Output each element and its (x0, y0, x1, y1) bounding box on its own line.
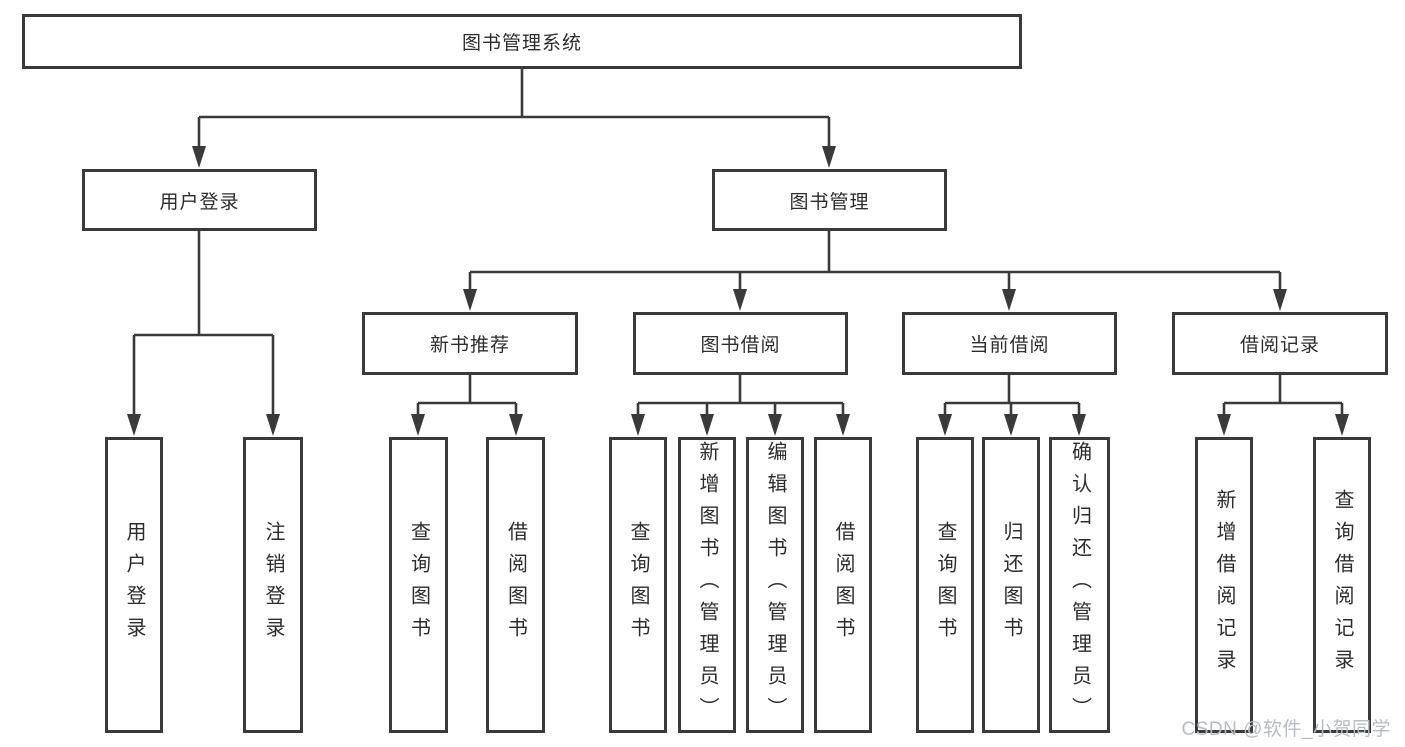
leaf-borrow-query-book: 查询图书 (609, 437, 667, 733)
leaf-query-borrow-record: 查询借阅记录 (1313, 437, 1371, 733)
leaf-borrow-query-book-label: 查询图书 (627, 521, 649, 649)
leaf-edit-book-admin-label: 编辑图书（管理员） (764, 441, 786, 729)
node-root-label: 图书管理系统 (461, 33, 582, 54)
leaf-current-query-book-label: 查询图书 (934, 521, 956, 649)
node-borrow-records-label: 借阅记录 (1239, 335, 1320, 356)
leaf-borrow-book-label: 借阅图书 (832, 521, 854, 649)
leaf-recommend-query-book: 查询图书 (389, 437, 448, 733)
arrowheads (127, 146, 1349, 436)
node-borrow-records: 借阅记录 (1172, 312, 1388, 375)
node-book-management-label: 图书管理 (789, 191, 870, 213)
leaf-edit-book-admin: 编辑图书（管理员） (746, 437, 804, 733)
node-book-borrow: 图书借阅 (633, 312, 848, 375)
leaf-borrow-book: 借阅图书 (814, 437, 872, 733)
node-current-borrow-label: 当前借阅 (969, 335, 1050, 356)
leaf-user-login-label: 用户登录 (123, 521, 145, 649)
node-book-management: 图书管理 (712, 169, 947, 231)
leaf-confirm-return-admin: 确认归还（管理员） (1049, 437, 1110, 733)
node-user-login-label: 用户登录 (159, 191, 240, 213)
leaf-logout-label: 注销登录 (262, 521, 284, 649)
leaf-add-book-admin: 新增图书（管理员） (678, 437, 736, 733)
leaf-recommend-borrow-book: 借阅图书 (486, 437, 545, 733)
leaf-user-login: 用户登录 (105, 437, 163, 733)
leaf-recommend-query-book-label: 查询图书 (407, 521, 430, 649)
node-book-borrow-label: 图书借阅 (700, 335, 781, 356)
leaf-add-borrow-record-label: 新增借阅记录 (1213, 489, 1235, 681)
leaf-return-book-label: 归还图书 (1000, 521, 1022, 649)
node-new-book-recommend-label: 新书推荐 (429, 335, 510, 356)
leaf-query-borrow-record-label: 查询借阅记录 (1331, 489, 1353, 681)
node-new-book-recommend: 新书推荐 (362, 312, 578, 375)
leaf-current-query-book: 查询图书 (916, 437, 974, 733)
leaf-logout: 注销登录 (243, 437, 303, 733)
node-current-borrow: 当前借阅 (902, 312, 1117, 375)
leaf-add-book-admin-label: 新增图书（管理员） (696, 441, 718, 729)
node-user-login: 用户登录 (82, 169, 317, 231)
leaf-confirm-return-admin-label: 确认归还（管理员） (1068, 441, 1091, 729)
leaf-add-borrow-record: 新增借阅记录 (1195, 437, 1253, 733)
node-root: 图书管理系统 (22, 14, 1022, 69)
leaf-return-book: 归还图书 (982, 437, 1040, 733)
leaf-recommend-borrow-book-label: 借阅图书 (504, 521, 527, 649)
